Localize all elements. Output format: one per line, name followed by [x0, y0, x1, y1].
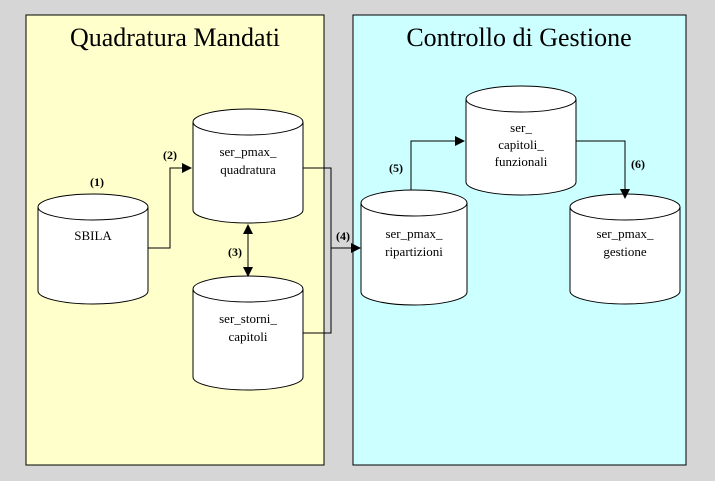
database-sbila: SBILA [37, 193, 149, 305]
database-ser-pmax-ripartizioni: ser_pmax_ ripartizioni [360, 189, 468, 306]
step-label-4: (4) [336, 229, 350, 243]
database-label: funzionali [495, 154, 548, 169]
step-label-3: (3) [228, 245, 242, 259]
step-label-1: (1) [90, 175, 104, 189]
flow-connector-storni-out [303, 248, 332, 334]
database-label: ser_pmax_ [596, 226, 654, 241]
panel-title-left: Quadratura Mandati [70, 23, 280, 52]
step-label-5: (5) [389, 161, 403, 175]
database-label: ser_ [510, 120, 532, 135]
step-label-2: (2) [163, 148, 177, 162]
database-ser-pmax-gestione: ser_pmax_ gestione [569, 193, 681, 305]
database-label: ser_pmax_ [219, 144, 277, 159]
database-label: ser_storni_ [219, 311, 277, 326]
database-ser-pmax-quadratura: ser_pmax_ quadratura [192, 108, 304, 224]
flow-arrow-sbila-to-quadratura [148, 163, 192, 249]
database-ser-capitoli-funzionali: ser_ capitoli_ funzionali [465, 85, 577, 196]
database-label: quadratura [220, 162, 276, 177]
database-label: ser_pmax_ [385, 226, 443, 241]
database-label: capitoli [229, 329, 268, 344]
panel-title-right: Controllo di Gestione [406, 23, 631, 52]
database-ser-storni-capitoli: ser_storni_ capitoli [192, 275, 304, 391]
flow-arrow-capitoli-to-gestione [576, 140, 630, 199]
flow-arrow-ripartizioni-to-capitoli [410, 136, 465, 190]
database-label: SBILA [74, 228, 112, 243]
step-label-6: (6) [631, 157, 645, 171]
database-label: ripartizioni [385, 244, 443, 259]
database-label: gestione [603, 244, 647, 259]
flow-connector-quadratura-out [303, 167, 332, 248]
database-label: capitoli_ [498, 137, 544, 152]
